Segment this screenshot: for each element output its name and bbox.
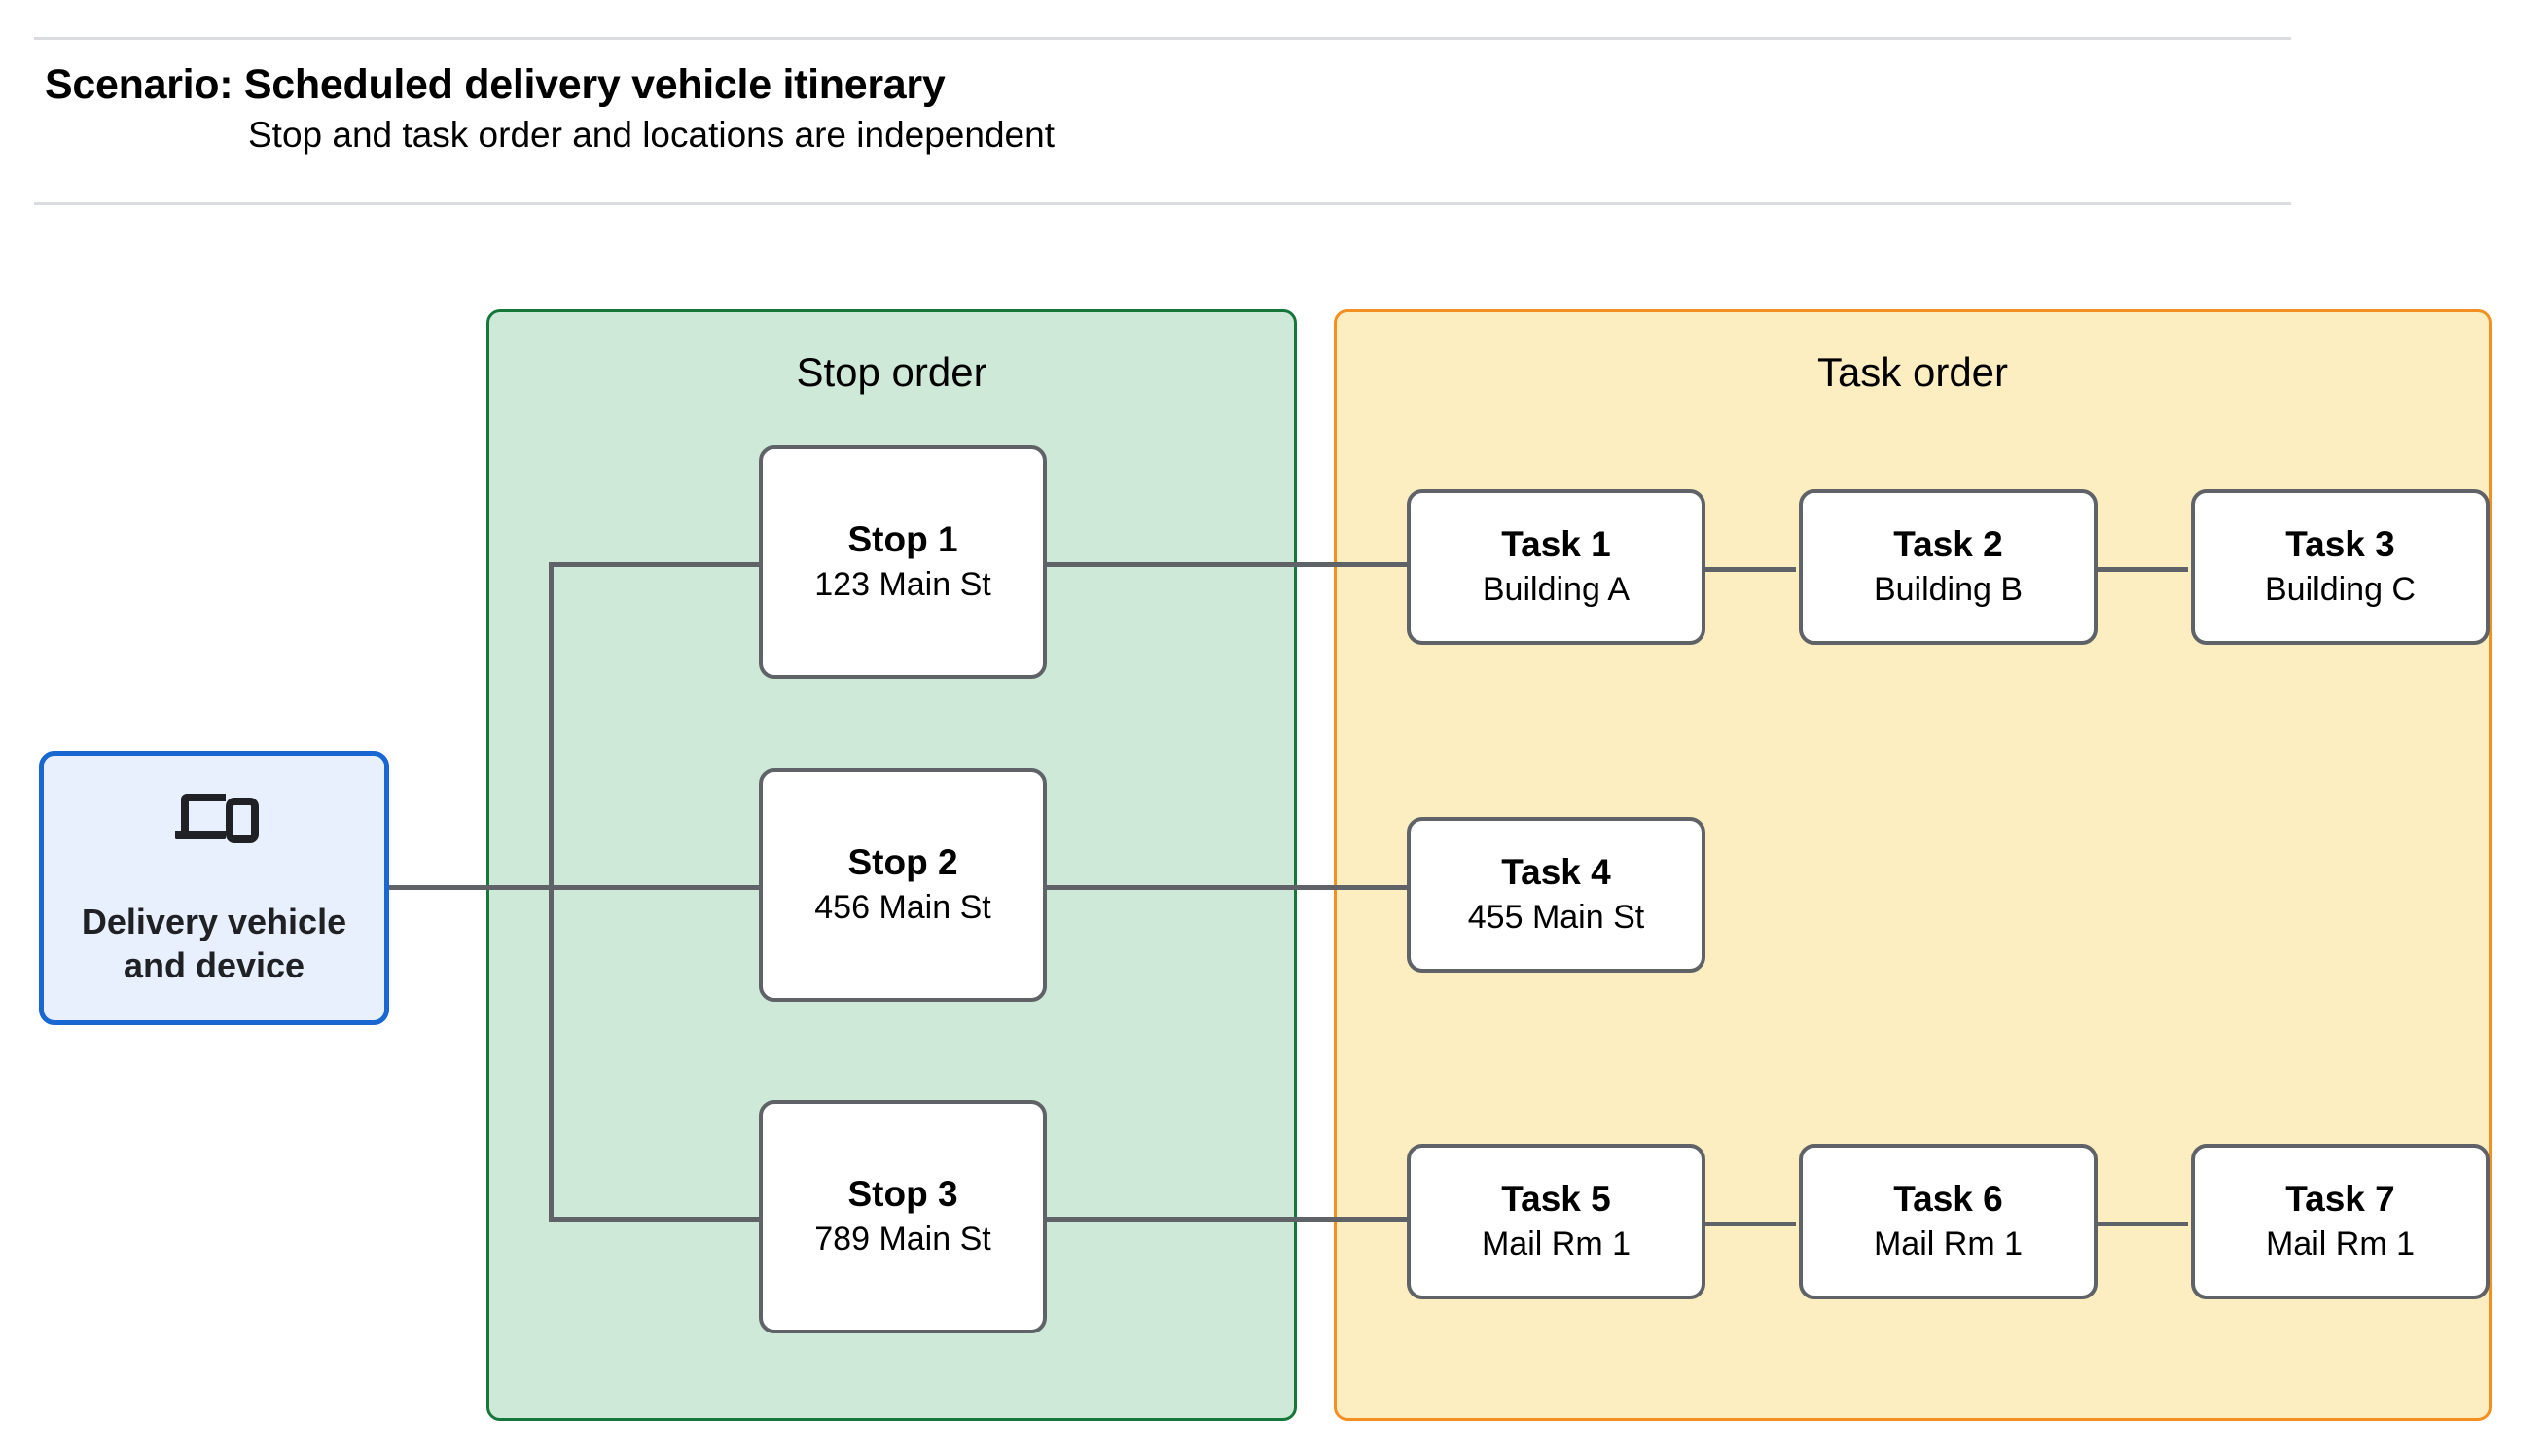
task-node-2-location: Building B [1873, 571, 2024, 609]
task-node-6-location: Mail Rm 1 [1873, 1225, 2024, 1263]
header-rule-bottom [34, 202, 2291, 205]
task-node-4[interactable]: Task 4 455 Main St [1407, 817, 1705, 973]
task-order-panel-title: Task order [1816, 349, 2009, 395]
task-node-7-title: Task 7 [2285, 1179, 2395, 1220]
stop-order-panel-title: Stop order [796, 349, 987, 395]
task-node-3-title: Task 3 [2285, 524, 2395, 565]
task-node-5-title: Task 5 [1501, 1179, 1611, 1220]
delivery-vehicle-and-device-label: Delivery vehicle and device [81, 902, 347, 985]
stop-node-2-location: 456 Main St [814, 889, 991, 927]
task-node-2-title: Task 2 [1893, 524, 2003, 565]
stop-node-2-title: Stop 2 [847, 842, 958, 883]
stop-node-2[interactable]: Stop 2 456 Main St [759, 768, 1047, 1002]
connector-stop-3-to-task-5 [1047, 1217, 1410, 1222]
connector-trunk-to-stop-3 [549, 1217, 761, 1222]
task-node-6-title: Task 6 [1893, 1179, 2003, 1220]
task-node-7[interactable]: Task 7 Mail Rm 1 [2191, 1144, 2490, 1299]
stop-node-3[interactable]: Stop 3 789 Main St [759, 1100, 1047, 1333]
task-node-4-title: Task 4 [1501, 852, 1611, 893]
connector-trunk-vertical [549, 562, 554, 1222]
page-subtitle: Stop and task order and locations are in… [248, 115, 1055, 155]
connector-task-5-to-task-6 [1693, 1222, 1796, 1226]
task-node-3[interactable]: Task 3 Building C [2191, 489, 2490, 645]
task-node-6[interactable]: Task 6 Mail Rm 1 [1799, 1144, 2098, 1299]
page-title: Scenario: Scheduled delivery vehicle iti… [45, 61, 946, 108]
task-node-3-location: Building C [2265, 571, 2416, 609]
task-node-7-location: Mail Rm 1 [2265, 1225, 2416, 1263]
task-node-4-location: 455 Main St [1467, 899, 1645, 937]
connector-device-to-trunk [387, 885, 553, 890]
header-rule-top [34, 37, 2291, 40]
connector-task-1-to-task-2 [1693, 567, 1796, 572]
task-node-5-location: Mail Rm 1 [1481, 1225, 1632, 1263]
task-node-1-title: Task 1 [1501, 524, 1611, 565]
delivery-vehicle-and-device-node[interactable]: Delivery vehicle and device [39, 751, 389, 1025]
connector-stop-2-to-task-4 [1047, 885, 1410, 890]
stop-node-3-location: 789 Main St [814, 1221, 991, 1259]
connector-task-6-to-task-7 [2085, 1222, 2188, 1226]
connector-trunk-to-stop-2 [549, 885, 761, 890]
task-node-2[interactable]: Task 2 Building B [1799, 489, 2098, 645]
stop-node-3-title: Stop 3 [847, 1174, 958, 1215]
stop-node-1-location: 123 Main St [814, 566, 991, 604]
stop-node-1[interactable]: Stop 1 123 Main St [759, 445, 1047, 679]
connector-task-2-to-task-3 [2085, 567, 2188, 572]
stop-node-1-title: Stop 1 [847, 519, 958, 560]
task-node-1[interactable]: Task 1 Building A [1407, 489, 1705, 645]
task-node-1-location: Building A [1482, 571, 1631, 609]
connector-stop-1-to-task-1 [1047, 562, 1410, 567]
connector-trunk-to-stop-1 [549, 562, 761, 567]
devices-icon [169, 788, 259, 850]
task-node-5[interactable]: Task 5 Mail Rm 1 [1407, 1144, 1705, 1299]
